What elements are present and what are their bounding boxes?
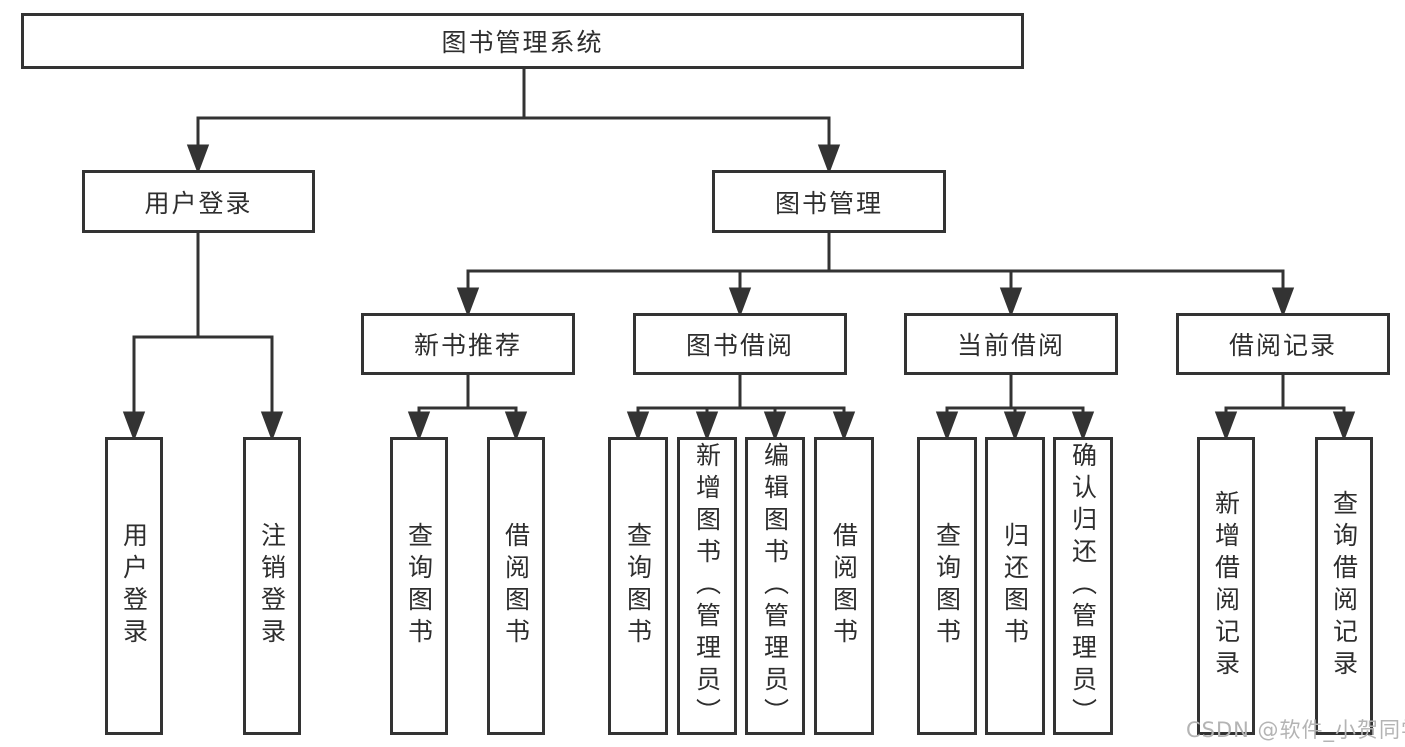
node-borrow-records: 借阅记录 — [1176, 313, 1390, 375]
leaf-borrow-book-label: 借阅图书 — [829, 522, 859, 650]
leaf-user-login: 用户登录 — [105, 437, 163, 735]
leaf-edit-book-admin-label: 编辑图书（管理员） — [760, 442, 790, 730]
leaf-recommend-query-books: 查询图书 — [390, 437, 448, 735]
leaf-add-book-admin: 新增图书（管理员） — [677, 437, 737, 735]
csdn-watermark: CSDN @软件_小贺同学 — [1186, 718, 1405, 742]
leaf-recommend-borrow-books: 借阅图书 — [487, 437, 545, 735]
leaf-current-query-books: 查询图书 — [917, 437, 977, 735]
node-user-login: 用户登录 — [82, 170, 315, 233]
leaf-borrow-book: 借阅图书 — [814, 437, 874, 735]
node-root: 图书管理系统 — [21, 13, 1024, 69]
leaf-add-borrow-record: 新增借阅记录 — [1197, 437, 1255, 735]
node-new-book-recommend: 新书推荐 — [361, 313, 575, 375]
connector-book-mgmt-to-level3 — [456, 232, 1295, 318]
leaf-logout: 注销登录 — [243, 437, 301, 735]
leaf-confirm-return-admin: 确认归还（管理员） — [1053, 437, 1113, 735]
connector-current-children — [935, 375, 1095, 442]
leaf-add-borrow-record-label: 新增借阅记录 — [1211, 490, 1241, 682]
connector-user-login-children — [122, 232, 284, 442]
node-book-borrow: 图书借阅 — [633, 313, 847, 375]
leaf-borrow-query-books-label: 查询图书 — [623, 522, 653, 650]
leaf-return-book-label: 归还图书 — [1000, 522, 1030, 650]
connector-root-to-level2 — [186, 66, 841, 175]
leaf-confirm-return-admin-label: 确认归还（管理员） — [1068, 442, 1098, 730]
leaf-recommend-borrow-books-label: 借阅图书 — [501, 522, 531, 650]
leaf-query-borrow-record-label: 查询借阅记录 — [1329, 490, 1359, 682]
leaf-return-book: 归还图书 — [985, 437, 1045, 735]
node-book-management: 图书管理 — [712, 170, 946, 233]
leaf-recommend-query-books-label: 查询图书 — [404, 522, 434, 650]
node-current-borrow: 当前借阅 — [904, 313, 1118, 375]
leaf-query-borrow-record: 查询借阅记录 — [1315, 437, 1373, 735]
leaf-logout-label: 注销登录 — [257, 522, 287, 650]
connector-records-children — [1214, 375, 1356, 442]
leaf-user-login-label: 用户登录 — [119, 522, 149, 650]
connector-borrow-children — [626, 375, 856, 442]
leaf-add-book-admin-label: 新增图书（管理员） — [692, 442, 722, 730]
leaf-borrow-query-books: 查询图书 — [608, 437, 668, 735]
leaf-current-query-books-label: 查询图书 — [932, 522, 962, 650]
connector-recommend-children — [407, 375, 528, 442]
leaf-edit-book-admin: 编辑图书（管理员） — [745, 437, 805, 735]
